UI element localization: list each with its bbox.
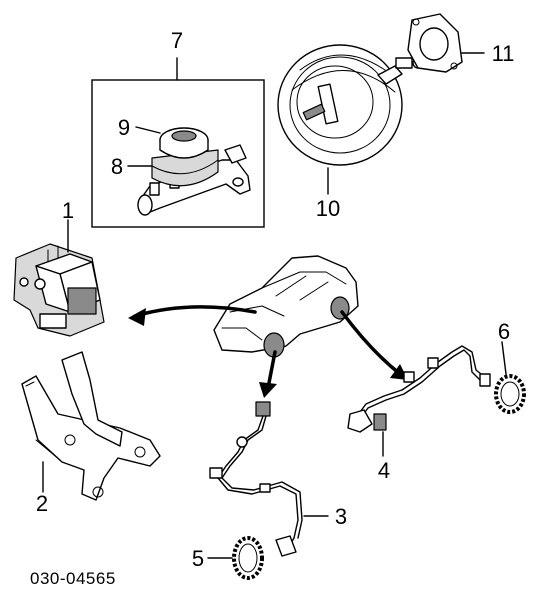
drawing-code: 030-04565 <box>30 569 116 588</box>
callout-10: 10 <box>316 196 340 221</box>
leader-6 <box>501 341 507 375</box>
brake-booster <box>277 44 424 166</box>
booster-gasket <box>407 13 463 73</box>
callout-5: 5 <box>192 546 204 571</box>
callout-1: 1 <box>62 198 74 223</box>
callout-7: 7 <box>171 28 183 53</box>
abs-actuator <box>13 243 105 337</box>
pointer-arrows <box>128 305 408 398</box>
actuator-bracket <box>21 351 161 501</box>
callout-2: 2 <box>36 491 48 516</box>
brake-booster-group <box>277 13 485 195</box>
master-cylinder <box>137 127 251 216</box>
rear-wheel-sensor <box>347 345 491 433</box>
callout-8: 8 <box>111 154 123 179</box>
callout-4: 4 <box>378 458 390 483</box>
reservoir-tank <box>151 149 219 187</box>
leader-9 <box>135 126 161 134</box>
callout-11: 11 <box>492 41 515 66</box>
callout-9: 9 <box>118 115 130 140</box>
master-cylinder-group <box>91 57 265 228</box>
vehicle-outline <box>213 255 359 358</box>
callout-3: 3 <box>335 504 347 529</box>
master-cylinder-box <box>91 79 265 228</box>
front-wheel-sensor <box>209 401 303 557</box>
front-sensor-rotor <box>232 536 264 580</box>
callout-6: 6 <box>498 319 510 344</box>
rear-sensor-rotor <box>494 374 526 414</box>
